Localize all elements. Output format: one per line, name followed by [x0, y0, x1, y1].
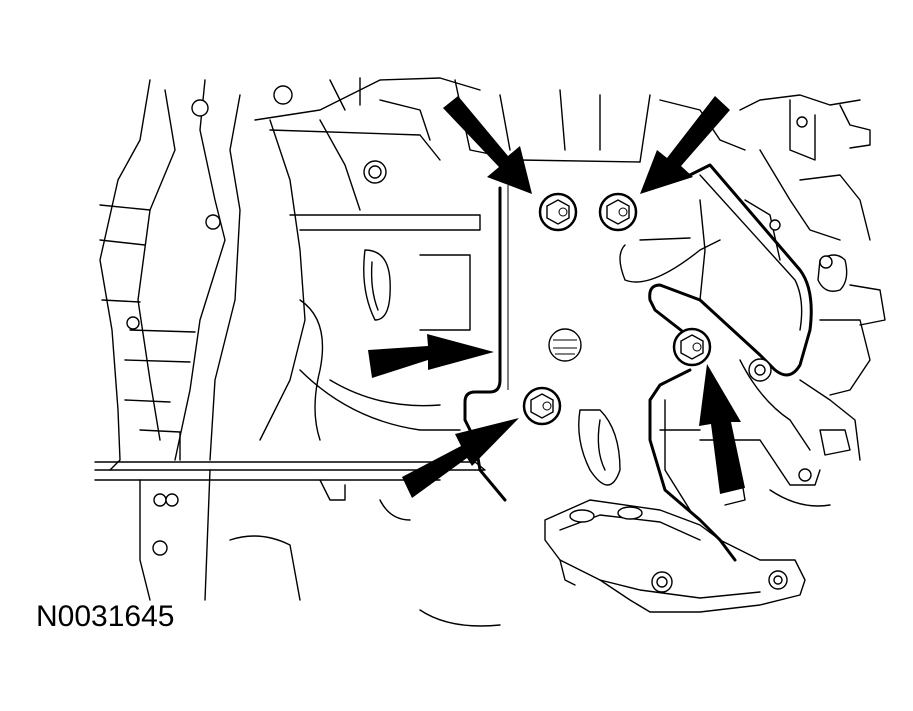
arrow-icon [402, 418, 519, 498]
bolt-icon [522, 386, 562, 426]
transmission-housing [99, 79, 481, 471]
engine-block-right [719, 94, 886, 507]
right-bracket [619, 163, 813, 382]
arrow-icon [443, 96, 532, 194]
bolt-icon [538, 192, 578, 232]
bolt-icon [598, 192, 638, 232]
arrow-icon [699, 364, 745, 494]
arrow-icon [368, 334, 494, 378]
foot-bracket [544, 499, 806, 613]
figure-reference-id: N0031645 [36, 600, 175, 633]
mount-plate [463, 185, 621, 502]
arrow-icon [640, 96, 730, 194]
nut-icon [672, 327, 712, 367]
